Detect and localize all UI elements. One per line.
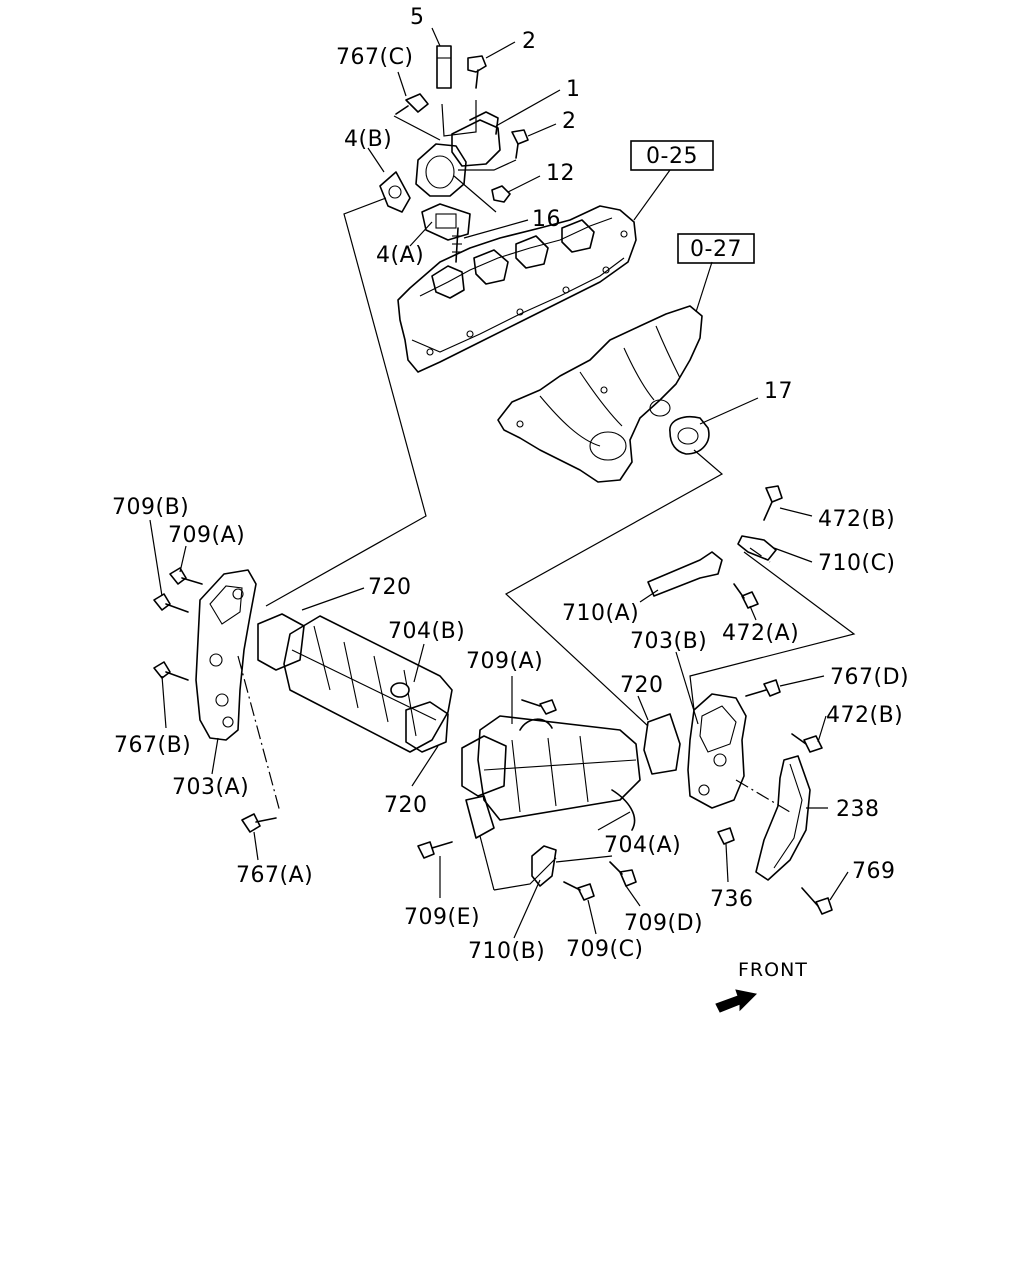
bolt-709c xyxy=(563,881,595,901)
label-720-right: 720 xyxy=(620,673,664,698)
bracket-710c xyxy=(737,535,777,561)
label-12: 12 xyxy=(546,161,575,186)
label-720-mid: 720 xyxy=(384,793,428,818)
bolt-709e xyxy=(417,841,453,859)
front-label: FRONT xyxy=(738,959,808,981)
label-767d: 767(D) xyxy=(830,665,909,690)
label-709d: 709(D) xyxy=(624,911,703,936)
label-709a-mid: 709(A) xyxy=(466,649,543,674)
label-709e: 709(E) xyxy=(404,905,480,930)
bracket-703b xyxy=(687,693,747,809)
bolt-769 xyxy=(801,887,833,915)
bolt-736 xyxy=(717,827,735,845)
gasket-4a xyxy=(421,203,471,241)
bracket-710b xyxy=(531,845,557,887)
bolt-767c xyxy=(395,93,429,115)
bolt-472a xyxy=(733,583,759,609)
part-labels: 5 2 767(C) 1 2 4(B) 12 16 4(A) 17 709(B)… xyxy=(112,5,909,964)
assembly-lines xyxy=(237,100,856,891)
ref-box-0-25[interactable]: 0-25 xyxy=(630,140,714,171)
bolt-2-side xyxy=(511,129,529,159)
nut-12 xyxy=(491,185,511,203)
label-238: 238 xyxy=(836,797,880,822)
label-704a: 704(A) xyxy=(604,833,681,858)
label-704b: 704(B) xyxy=(388,619,465,644)
bolt-709d xyxy=(609,861,637,887)
exhaust-manifold xyxy=(497,305,703,483)
label-472b-top: 472(B) xyxy=(818,507,895,532)
label-16: 16 xyxy=(532,207,561,232)
label-472b-mid: 472(B) xyxy=(826,703,903,728)
stud-5 xyxy=(436,45,452,89)
label-4a: 4(A) xyxy=(376,243,424,268)
front-arrow-icon xyxy=(715,989,758,1013)
bolt-767b xyxy=(153,661,189,681)
label-709c: 709(C) xyxy=(566,937,644,962)
bolt-472b-mid xyxy=(791,733,823,753)
label-720-top: 720 xyxy=(368,575,412,600)
label-703b: 703(B) xyxy=(630,629,707,654)
egr-valve xyxy=(415,111,501,197)
egr-cooler-704a xyxy=(461,713,681,839)
gasket-4b xyxy=(379,171,411,213)
bolt-2-top xyxy=(467,55,487,89)
bolt-709b xyxy=(153,593,189,613)
label-472a: 472(A) xyxy=(722,621,799,646)
egr-cooler-704b xyxy=(257,613,453,753)
svg-text:0-25: 0-25 xyxy=(646,144,698,169)
front-indicator: FRONT xyxy=(715,959,808,1013)
label-767b: 767(B) xyxy=(114,733,191,758)
label-769: 769 xyxy=(852,859,896,884)
bracket-703a xyxy=(195,569,257,741)
svg-text:0-27: 0-27 xyxy=(690,237,742,262)
bolt-709a-left xyxy=(169,567,203,585)
label-2-top: 2 xyxy=(522,29,537,54)
label-767a: 767(A) xyxy=(236,863,313,888)
label-1: 1 xyxy=(566,77,581,102)
gasket-17 xyxy=(669,416,710,455)
heat-shield-238 xyxy=(755,755,811,881)
bracket-710a xyxy=(647,551,723,597)
label-710c: 710(C) xyxy=(818,551,896,576)
label-17: 17 xyxy=(764,379,793,404)
bolt-767a xyxy=(241,813,277,833)
label-767c: 767(C) xyxy=(336,45,414,70)
label-709a-left: 709(A) xyxy=(168,523,245,548)
label-709b: 709(B) xyxy=(112,495,189,520)
label-736: 736 xyxy=(710,887,754,912)
label-2-side: 2 xyxy=(562,109,577,134)
bolt-709a-mid xyxy=(521,699,557,715)
label-703a: 703(A) xyxy=(172,775,249,800)
bolt-472b-top xyxy=(763,485,783,521)
ref-box-0-27[interactable]: 0-27 xyxy=(677,233,755,264)
stud-16 xyxy=(452,227,462,263)
label-4b: 4(B) xyxy=(344,127,392,152)
label-710b: 710(B) xyxy=(468,939,545,964)
bolt-767d xyxy=(745,679,781,697)
label-5: 5 xyxy=(410,5,425,30)
intake-manifold xyxy=(397,205,637,373)
label-710a: 710(A) xyxy=(562,601,639,626)
leader-lines xyxy=(149,27,849,939)
